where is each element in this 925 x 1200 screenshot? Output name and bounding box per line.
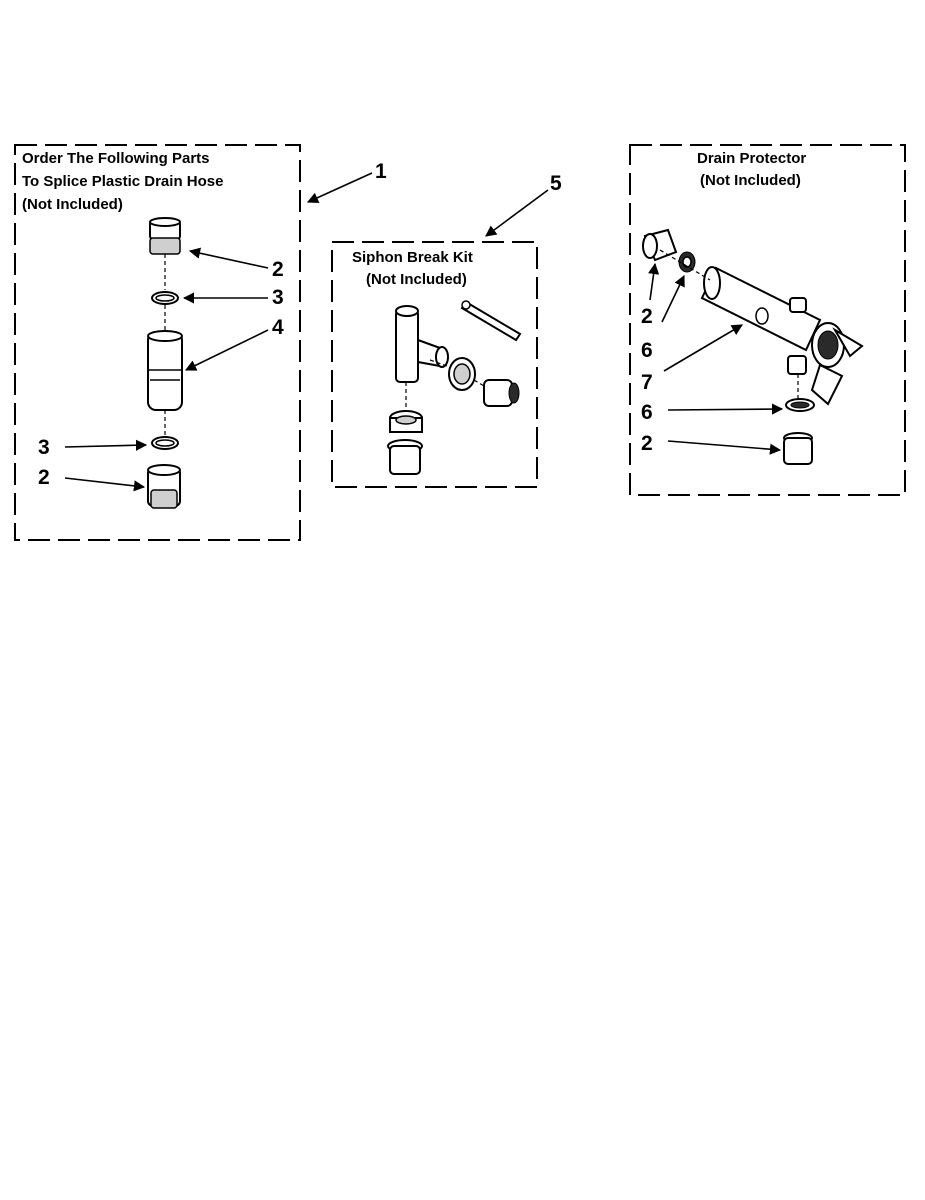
callout-7: 7 — [641, 371, 653, 394]
callout-7-leader — [663, 324, 743, 372]
clamp-ring-bottom — [151, 436, 179, 450]
callout-5: 5 — [550, 172, 562, 195]
callout-3-top: 3 — [272, 286, 284, 309]
protector-ring-bottom — [785, 398, 815, 412]
callout-6-protector-bottom-leader — [667, 403, 784, 415]
protector-adapter-bottom — [783, 432, 813, 465]
callout-2-top-leader — [188, 247, 269, 269]
siphon-bottom-nut — [389, 410, 423, 433]
siphon-panel-title-line-1: Siphon Break Kit — [352, 249, 473, 266]
callout-3-bottom-leader — [64, 439, 148, 451]
siphon-break-kit-panel: Siphon Break Kit (Not Included) 5 — [331, 172, 562, 488]
siphon-tee-fitting — [395, 305, 449, 383]
drain-protector-panel: Drain Protector (Not Included) — [629, 144, 906, 496]
hose-coupling — [147, 254, 183, 436]
siphon-side-nut — [448, 357, 476, 391]
protector-panel-title-line-2: (Not Included) — [700, 172, 801, 189]
splice-parts-panel: Order The Following Parts To Splice Plas… — [14, 144, 387, 541]
siphon-panel-title-line-2: (Not Included) — [366, 271, 467, 288]
splice-panel-border — [14, 144, 301, 541]
callout-2-protector-top-leader — [648, 262, 660, 301]
siphon-side-adapter — [429, 359, 520, 407]
callout-2-protector-top: 2 — [641, 305, 653, 328]
hose-adapter-bottom — [147, 464, 181, 509]
callout-4: 4 — [272, 316, 284, 339]
callout-1: 1 — [375, 160, 387, 183]
callout-5-leader — [485, 189, 549, 237]
splice-panel-title-line-3: (Not Included) — [22, 196, 123, 213]
siphon-clip — [460, 300, 522, 342]
callout-6-protector-bottom: 6 — [641, 401, 653, 424]
callout-3-bottom: 3 — [38, 436, 50, 459]
splice-panel-title-line-2: To Splice Plastic Drain Hose — [22, 173, 223, 190]
hose-adapter-top — [149, 217, 181, 255]
callout-2-bottom: 2 — [38, 466, 50, 489]
protector-panel-border — [629, 144, 906, 496]
siphon-panel-border — [331, 241, 538, 488]
protector-adapter-top — [642, 228, 678, 262]
protector-panel-title-line-1: Drain Protector — [697, 150, 806, 167]
callout-2-protector-bottom-leader — [667, 440, 782, 455]
clamp-ring-top — [151, 291, 179, 305]
callout-6-protector-top: 6 — [641, 339, 653, 362]
callout-6-protector-top-leader — [661, 274, 685, 323]
protector-body — [659, 249, 864, 406]
callout-2-top: 2 — [272, 258, 284, 281]
splice-panel-title-line-1: Order The Following Parts — [22, 150, 210, 167]
callout-2-bottom-leader — [64, 477, 146, 492]
protector-ring-top — [678, 251, 696, 273]
siphon-bottom-adapter — [387, 382, 423, 475]
callout-2-protector-bottom: 2 — [641, 432, 653, 455]
callout-4-leader — [184, 329, 269, 371]
callout-1-leader — [306, 172, 373, 203]
